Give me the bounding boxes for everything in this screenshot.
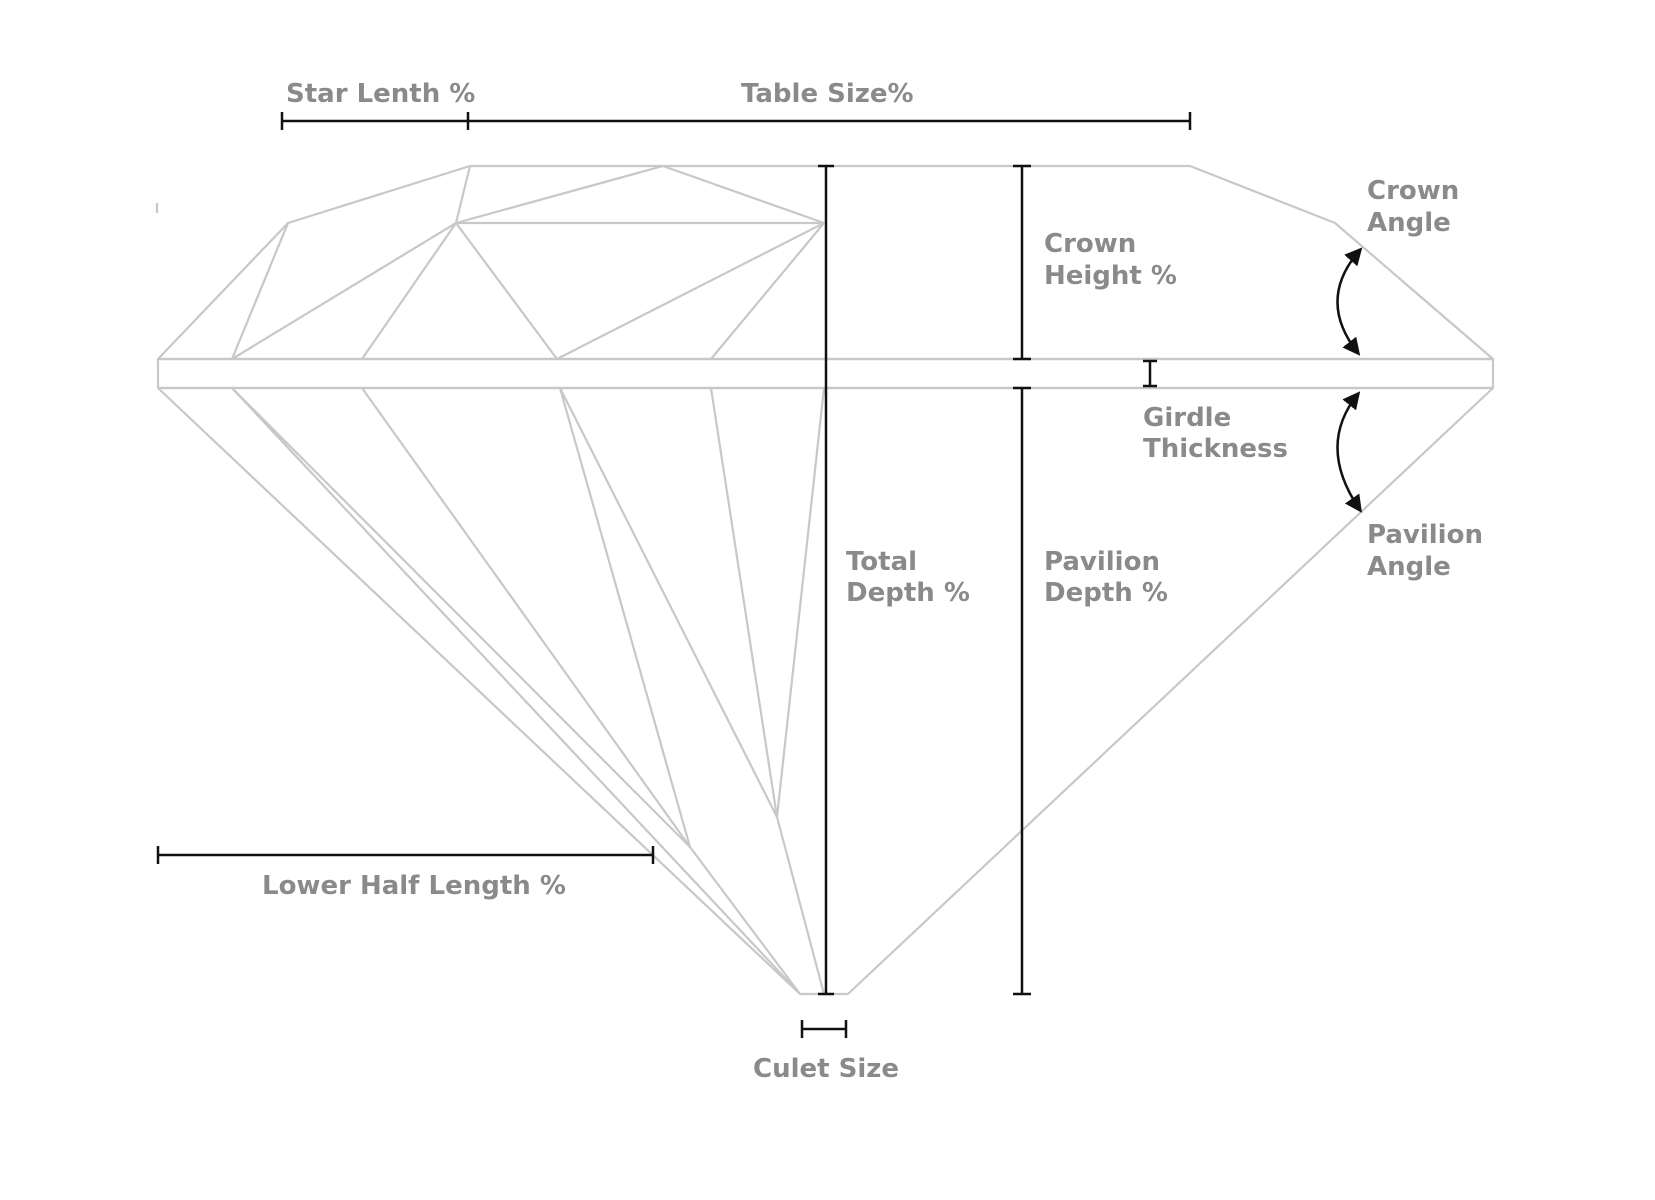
pavilion-angle-label: Pavilion Angle xyxy=(1367,520,1492,582)
culet-size-label: Culet Size xyxy=(753,1054,899,1084)
pavilion-facets xyxy=(231,387,826,995)
pavilion-depth-dimension xyxy=(1013,386,1031,996)
pavilion-angle-arc xyxy=(1336,391,1362,513)
total-depth-dimension xyxy=(818,164,834,996)
crown-facets xyxy=(230,164,825,360)
table-size-dimension xyxy=(468,112,1192,130)
crown-angle-arc xyxy=(1336,247,1363,356)
lower-half-length-dimension xyxy=(156,846,655,864)
total-depth-label: Total Depth % xyxy=(846,547,970,608)
star-length-dimension xyxy=(280,112,470,130)
crown-angle-label: Crown Angle xyxy=(1367,176,1468,238)
girdle-thickness-label: Girdle Thickness xyxy=(1143,403,1288,464)
culet-size-dimension xyxy=(800,1020,848,1038)
lower-half-length-label: Lower Half Length % xyxy=(262,871,566,901)
pavilion-outline xyxy=(156,386,1495,996)
girdle-thickness-dimension xyxy=(1143,359,1157,388)
table-size-label: Table Size% xyxy=(741,79,914,109)
pavilion-depth-label: Pavilion Depth % xyxy=(1044,547,1169,608)
star-length-label: Star Lenth % xyxy=(286,79,475,109)
crown-height-label: Crown Height % xyxy=(1044,229,1177,291)
crown-height-dimension xyxy=(1013,164,1031,361)
